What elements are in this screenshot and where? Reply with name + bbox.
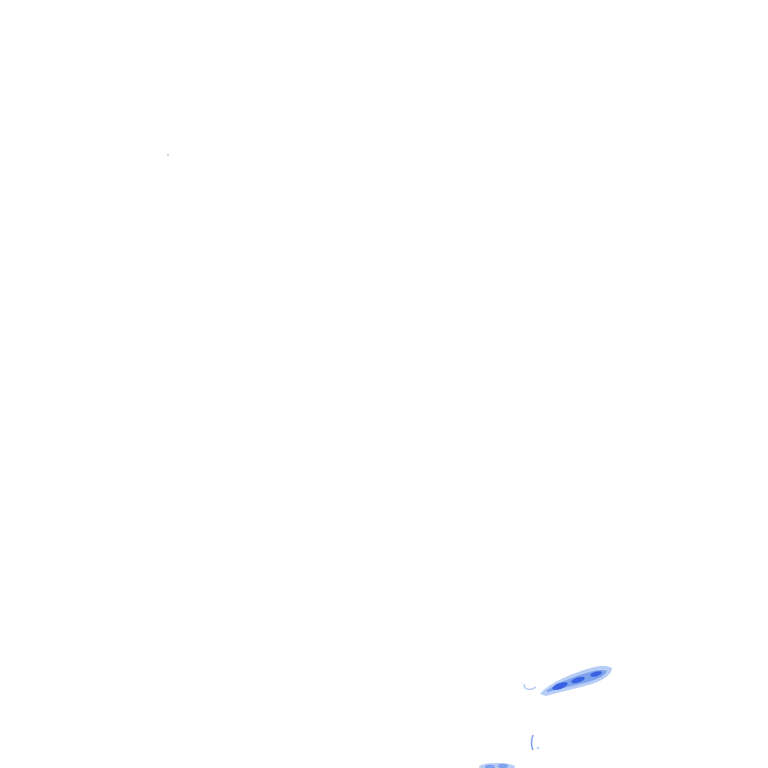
radar-echo-streak: [530, 734, 534, 751]
echo-core: [552, 682, 568, 690]
echo-core: [571, 676, 585, 684]
radar-echo-dot: [536, 746, 540, 750]
echo-blob: [485, 764, 495, 768]
radar-echo-bottom: [479, 763, 515, 768]
echo-core: [590, 671, 602, 677]
map-speck: [167, 154, 169, 156]
echo-blob: [479, 763, 515, 768]
radar-echo-main: [540, 665, 612, 696]
echo-blob: [498, 763, 508, 768]
radar-echo-fragment: [523, 683, 537, 691]
